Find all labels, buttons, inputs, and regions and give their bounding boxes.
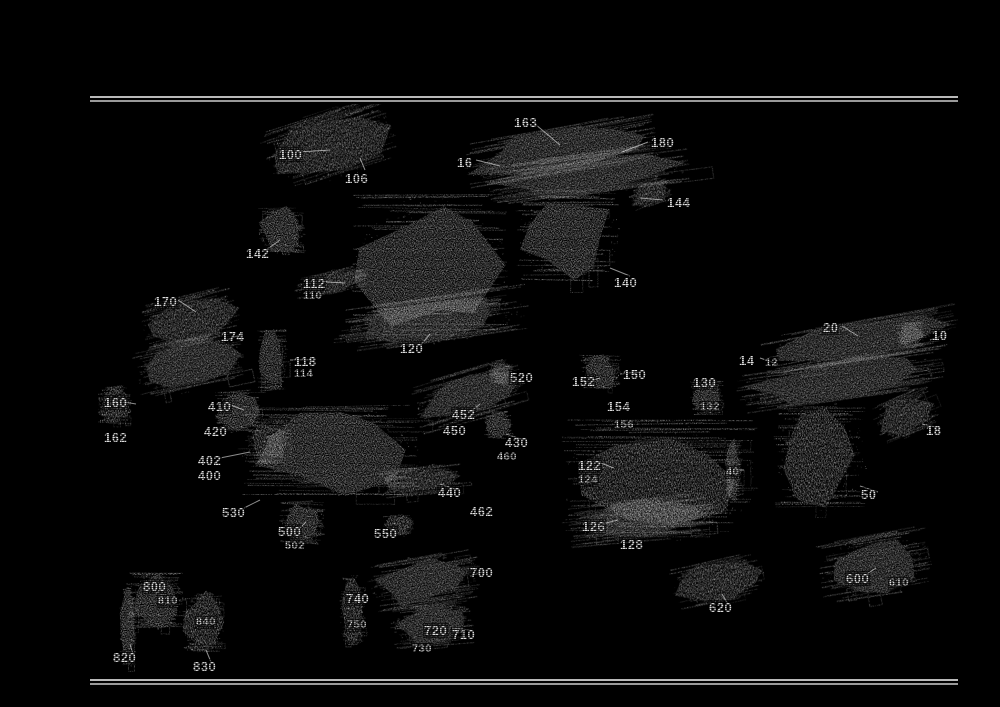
reference-label-170: 170 bbox=[152, 294, 179, 309]
reference-label-710: 710 bbox=[450, 627, 477, 642]
reference-label-460: 460 bbox=[496, 451, 518, 464]
reference-label-100: 100 bbox=[277, 147, 304, 162]
reference-label-520: 520 bbox=[508, 370, 535, 385]
reference-label-114: 114 bbox=[292, 368, 315, 381]
reference-label-430: 430 bbox=[503, 435, 530, 450]
reference-label-600: 600 bbox=[844, 571, 871, 586]
part-far-right-linkage bbox=[872, 387, 942, 444]
part-right-center-housing bbox=[515, 189, 620, 293]
reference-label-440: 440 bbox=[436, 485, 463, 500]
leader-line bbox=[243, 499, 261, 509]
reference-label-462: 462 bbox=[468, 504, 495, 519]
reference-label-800: 800 bbox=[141, 579, 168, 594]
part-center-small-ring bbox=[488, 359, 514, 387]
bottom-rule bbox=[90, 679, 958, 685]
reference-label-12: 12 bbox=[763, 357, 780, 370]
reference-label-122: 122 bbox=[576, 458, 603, 473]
reference-label-126: 126 bbox=[580, 519, 607, 534]
part-mid-fastener-cluster bbox=[484, 410, 514, 439]
part-center-lower-rail bbox=[333, 283, 529, 352]
reference-label-820: 820 bbox=[111, 650, 138, 665]
reference-label-160: 160 bbox=[102, 395, 129, 410]
reference-label-163: 163 bbox=[512, 115, 539, 130]
reference-label-140: 140 bbox=[612, 275, 639, 290]
part-silhouette bbox=[783, 407, 855, 508]
reference-label-402: 402 bbox=[196, 453, 223, 468]
reference-label-142: 142 bbox=[244, 246, 271, 261]
reference-label-156: 156 bbox=[613, 419, 635, 432]
reference-label-174: 174 bbox=[219, 329, 246, 344]
bottom-rule-line-2 bbox=[90, 683, 958, 685]
parts-layer bbox=[97, 104, 958, 672]
reference-label-610: 610 bbox=[888, 577, 910, 590]
reference-label-106: 106 bbox=[343, 171, 370, 186]
reference-label-152: 152 bbox=[570, 374, 597, 389]
reference-label-162: 162 bbox=[102, 430, 129, 445]
reference-label-550: 550 bbox=[372, 526, 399, 541]
reference-label-410: 410 bbox=[206, 399, 233, 414]
reference-label-118: 118 bbox=[292, 354, 319, 369]
part-far-right-rail-lower bbox=[736, 347, 945, 414]
leader-line bbox=[219, 451, 251, 459]
reference-label-50: 50 bbox=[859, 487, 878, 502]
reference-label-750: 750 bbox=[346, 619, 368, 632]
reference-label-10: 10 bbox=[930, 328, 949, 343]
reference-label-720: 720 bbox=[422, 623, 449, 638]
reference-label-400: 400 bbox=[196, 468, 223, 483]
reference-label-700: 700 bbox=[468, 565, 495, 580]
reference-label-14: 14 bbox=[737, 353, 756, 368]
part-left-pivot-block bbox=[247, 420, 293, 465]
top-rule-line-2 bbox=[90, 100, 958, 102]
part-right-side-shell bbox=[773, 400, 867, 518]
reference-label-120: 120 bbox=[398, 341, 425, 356]
top-rule-line-1 bbox=[90, 96, 958, 98]
reference-label-420: 420 bbox=[202, 424, 229, 439]
part-lower-center-sweep bbox=[411, 359, 530, 435]
part-bottom-left-column bbox=[339, 575, 368, 648]
reference-label-144: 144 bbox=[665, 195, 692, 210]
reference-label-110: 110 bbox=[301, 290, 324, 303]
reference-label-128: 128 bbox=[618, 537, 645, 552]
part-left-center-post bbox=[257, 329, 291, 393]
top-rule bbox=[90, 96, 958, 102]
reference-label-18: 18 bbox=[924, 423, 943, 438]
reference-label-150: 150 bbox=[621, 367, 648, 382]
reference-label-180: 180 bbox=[649, 135, 676, 150]
reference-label-112: 112 bbox=[301, 276, 328, 291]
reference-label-20: 20 bbox=[821, 320, 840, 335]
part-bottom-right-assembly bbox=[815, 526, 932, 608]
part-lower-center-bar bbox=[377, 463, 473, 503]
reference-label-502: 502 bbox=[284, 540, 306, 553]
reference-label-740: 740 bbox=[344, 591, 371, 606]
part-upper-left-bracket-assembly bbox=[260, 104, 397, 187]
part-right-frame-lower-rail bbox=[561, 493, 719, 549]
reference-label-130: 130 bbox=[691, 375, 718, 390]
part-main-center-body bbox=[352, 194, 509, 337]
reference-label-450: 450 bbox=[441, 423, 468, 438]
reference-label-730: 730 bbox=[411, 643, 433, 656]
reference-label-810: 810 bbox=[157, 595, 179, 608]
reference-label-620: 620 bbox=[707, 600, 734, 615]
leader-line bbox=[609, 267, 631, 277]
reference-label-16: 16 bbox=[455, 155, 474, 170]
part-far-right-end-cap bbox=[896, 321, 927, 349]
part-left-panel-lower bbox=[132, 330, 256, 404]
part-bottom-right-rail bbox=[669, 554, 765, 610]
reference-label-154: 154 bbox=[605, 399, 632, 414]
reference-label-132: 132 bbox=[699, 401, 721, 414]
reference-label-40: 40 bbox=[724, 466, 741, 479]
reference-label-124: 124 bbox=[577, 474, 599, 487]
reference-label-830: 830 bbox=[191, 659, 218, 674]
bottom-rule-line-1 bbox=[90, 679, 958, 681]
reference-label-500: 500 bbox=[276, 524, 303, 539]
part-bottom-center-stack bbox=[367, 549, 481, 613]
reference-label-840: 840 bbox=[195, 616, 217, 629]
reference-label-530: 530 bbox=[220, 505, 247, 520]
part-left-small-bracket bbox=[258, 205, 306, 256]
reference-label-452: 452 bbox=[450, 407, 477, 422]
